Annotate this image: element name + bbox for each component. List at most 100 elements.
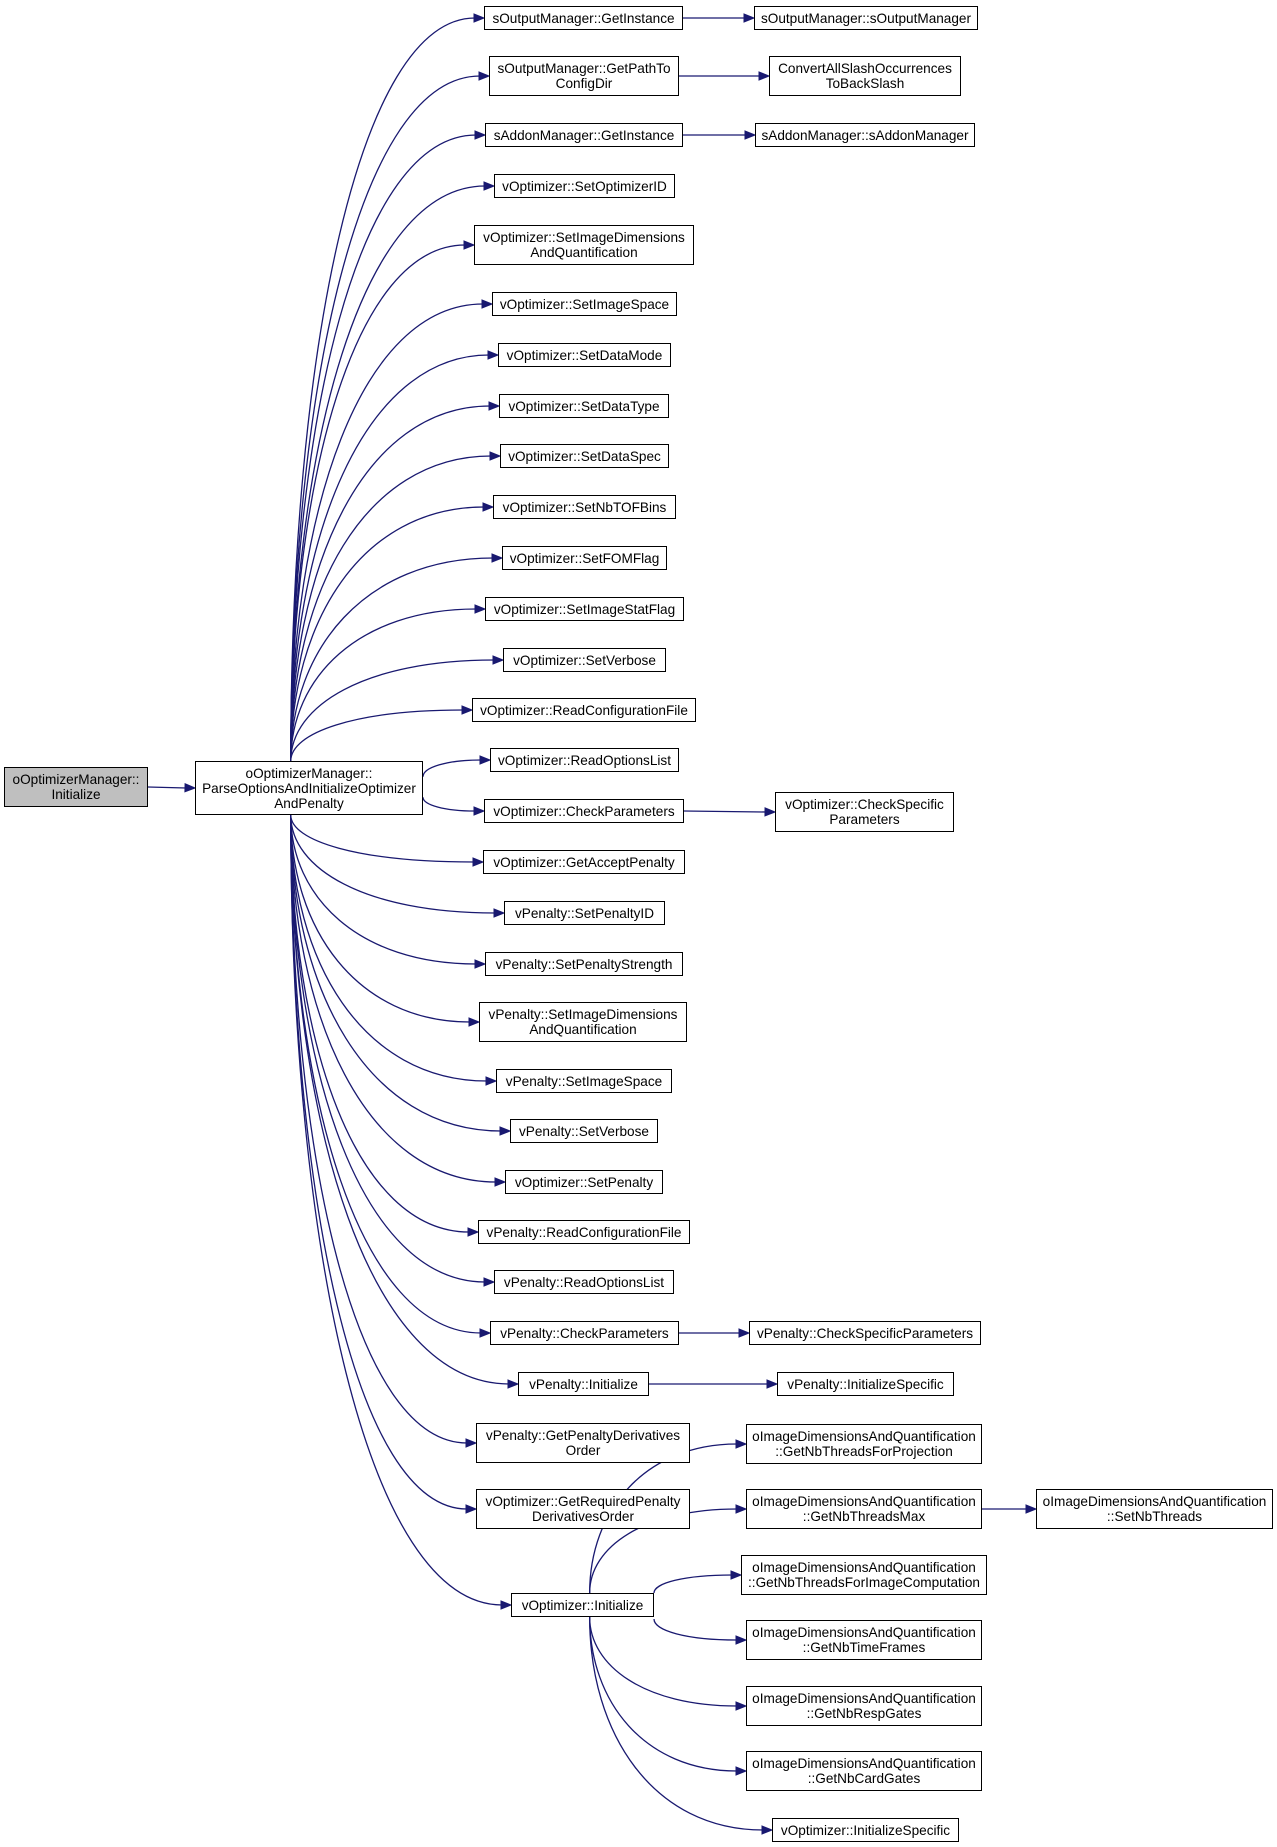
edge-root-to-parse-arrowhead	[184, 783, 197, 793]
node-soutputmanager-getinstance[interactable]: sOutputManager::GetInstance	[484, 6, 683, 30]
edge-vo_checkparams-to-vo_checkspec	[683, 810, 767, 813]
edge-parse-to-vo_readopts	[422, 759, 482, 777]
edge-vo_init-to-oi_threadsimg-arrowhead	[730, 1570, 743, 1580]
node-voptimizer-setdataspec[interactable]: vOptimizer::SetDataSpec	[500, 444, 669, 468]
node-vpenalty-setpenaltyid[interactable]: vPenalty::SetPenaltyID	[504, 901, 665, 925]
node-convert-all-slash-occurrences[interactable]: ConvertAllSlashOccurrences ToBackSlash	[769, 56, 961, 96]
node-vpenalty-initializespecific[interactable]: vPenalty::InitializeSpecific	[777, 1372, 954, 1396]
node-voptimizer-readoptionslist[interactable]: vOptimizer::ReadOptionsList	[490, 748, 679, 772]
node-oimagedim-getnbcardgates[interactable]: oImageDimensionsAndQuantification ::GetN…	[746, 1751, 982, 1791]
edge-parse-to-vo_checkparams	[422, 797, 476, 812]
edge-parse-to-vo_setfom-arrowhead	[491, 553, 504, 563]
edge-parse-to-vp_setpenid-arrowhead	[493, 908, 506, 918]
node-vpenalty-getpenaltyderivativesorder[interactable]: vPenalty::GetPenaltyDerivatives Order	[476, 1423, 690, 1463]
edge-vo_checkparams-to-vo_checkspec-arrowhead	[764, 807, 777, 817]
edge-vo_init-to-oi_cardgates-arrowhead	[735, 1766, 748, 1776]
node-voptimizer-setnbtofbins[interactable]: vOptimizer::SetNbTOFBins	[493, 495, 676, 519]
edge-parse-to-vo_init-arrowhead	[500, 1600, 513, 1610]
edge-vp_checkparams-to-vp_checkspec-arrowhead	[738, 1328, 751, 1338]
node-voptimizer-checkspecificparameters[interactable]: vOptimizer::CheckSpecific Parameters	[775, 792, 954, 832]
node-voptimizer-checkparameters[interactable]: vOptimizer::CheckParameters	[484, 799, 684, 823]
node-vpenalty-setimagedimensions[interactable]: vPenalty::SetImageDimensions AndQuantifi…	[479, 1002, 687, 1042]
node-vpenalty-checkparameters[interactable]: vPenalty::CheckParameters	[490, 1321, 679, 1345]
node-oimagedim-setnbthreads[interactable]: oImageDimensionsAndQuantification ::SetN…	[1036, 1489, 1273, 1529]
edge-parse-to-vo_setimgstat	[290, 608, 477, 762]
node-saddonmanager-constructor[interactable]: sAddonManager::sAddonManager	[755, 123, 975, 147]
node-voptimizer-setimagespace[interactable]: vOptimizer::SetImageSpace	[492, 292, 677, 316]
edge-parse-to-vo_setimgspace	[290, 303, 484, 762]
node-vpenalty-setpenaltystrength[interactable]: vPenalty::SetPenaltyStrength	[485, 952, 683, 976]
node-voptimizer-setverbose[interactable]: vOptimizer::SetVerbose	[503, 648, 666, 672]
edge-parse-to-vp_setimgdim	[290, 814, 471, 1023]
node-voptimizer-setfomflag[interactable]: vOptimizer::SetFOMFlag	[502, 546, 667, 570]
edge-parse-to-vo_setimgdim	[290, 244, 466, 762]
edge-parse-to-vp_setimgspace	[290, 814, 488, 1082]
edge-vo_init-to-oi_respgates-arrowhead	[735, 1701, 748, 1711]
node-voptimizer-readconfigurationfile[interactable]: vOptimizer::ReadConfigurationFile	[472, 698, 696, 722]
edge-parse-to-vo_setdataspec	[290, 455, 492, 762]
edge-parse-to-vo_setdatamode-arrowhead	[487, 350, 500, 360]
edge-parse-to-vp_readopts	[290, 814, 486, 1283]
edge-parse-to-vp_setpenid	[290, 814, 496, 914]
node-voptimizer-setpenalty[interactable]: vOptimizer::SetPenalty	[505, 1170, 663, 1194]
node-voptimizer-setoptimizerid[interactable]: vOptimizer::SetOptimizerID	[494, 174, 675, 198]
node-vpenalty-setverbose[interactable]: vPenalty::SetVerbose	[510, 1119, 658, 1143]
edge-parse-to-vp_getderiv-arrowhead	[465, 1438, 478, 1448]
edge-parse-to-out_getpath-arrowhead	[478, 71, 491, 81]
node-soutputmanager-getpathtoconfigdir[interactable]: sOutputManager::GetPathTo ConfigDir	[489, 56, 679, 96]
edge-parse-to-addon_getinst-arrowhead	[474, 130, 487, 140]
edge-parse-to-vp_setimgdim-arrowhead	[468, 1017, 481, 1027]
node-vpenalty-checkspecificparameters[interactable]: vPenalty::CheckSpecificParameters	[749, 1321, 981, 1345]
edge-vo_init-to-oi_threadsmax	[589, 1508, 738, 1594]
edge-parse-to-vo_setdataspec-arrowhead	[489, 451, 502, 461]
node-voptimizer-initialize[interactable]: vOptimizer::Initialize	[511, 1593, 654, 1617]
node-oimagedim-getnbthreadsmax[interactable]: oImageDimensionsAndQuantification ::GetN…	[746, 1489, 982, 1529]
edge-parse-to-vp_setverbose	[290, 814, 502, 1132]
node-oimagedim-getnbthreadsforprojection[interactable]: oImageDimensionsAndQuantification ::GetN…	[746, 1424, 982, 1464]
edge-vo_init-to-oi_respgates	[589, 1616, 738, 1707]
node-ooptimizermanager-initialize: oOptimizerManager:: Initialize	[4, 767, 148, 807]
node-voptimizer-setimagestatflag[interactable]: vOptimizer::SetImageStatFlag	[485, 597, 684, 621]
node-vpenalty-readconfigurationfile[interactable]: vPenalty::ReadConfigurationFile	[478, 1220, 690, 1244]
edge-parse-to-out_getinst	[290, 17, 476, 762]
edge-parse-to-vo_setverbose-arrowhead	[492, 655, 505, 665]
edge-parse-to-vo_readopts-arrowhead	[479, 755, 492, 765]
edge-vo_init-to-oi_timeframes	[653, 1618, 738, 1641]
edge-parse-to-vp_checkparams-arrowhead	[479, 1328, 492, 1338]
node-oimagedim-getnbrespgates[interactable]: oImageDimensionsAndQuantification ::GetN…	[746, 1686, 982, 1726]
node-vpenalty-initialize[interactable]: vPenalty::Initialize	[518, 1372, 649, 1396]
node-voptimizer-setdatatype[interactable]: vOptimizer::SetDataType	[499, 394, 669, 418]
edge-vo_init-to-oi_threadsimg	[653, 1574, 733, 1594]
edge-parse-to-vp_readopts-arrowhead	[483, 1277, 496, 1287]
edge-parse-to-vo_getreqderiv-arrowhead	[465, 1504, 478, 1514]
edge-parse-to-addon_getinst	[290, 134, 477, 762]
node-voptimizer-setdatamode[interactable]: vOptimizer::SetDataMode	[498, 343, 671, 367]
edge-parse-to-out_getpath	[290, 75, 481, 762]
edge-vo_init-to-oi_threadsproj-arrowhead	[735, 1439, 748, 1449]
edge-parse-to-vo_setdatatype	[290, 405, 491, 762]
edge-vo_init-to-oi_threadsmax-arrowhead	[735, 1504, 748, 1514]
node-voptimizer-setimagedimensions[interactable]: vOptimizer::SetImageDimensions AndQuanti…	[474, 225, 694, 265]
node-voptimizer-initializespecific[interactable]: vOptimizer::InitializeSpecific	[772, 1818, 959, 1842]
edge-parse-to-vo_init	[290, 814, 503, 1606]
edge-parse-to-vp_init-arrowhead	[507, 1379, 520, 1389]
node-saddonmanager-getinstance[interactable]: sAddonManager::GetInstance	[485, 123, 683, 147]
edge-parse-to-vo_setnbtof	[290, 506, 485, 762]
node-voptimizer-getacceptpenalty[interactable]: vOptimizer::GetAcceptPenalty	[483, 850, 685, 874]
node-parse-options-and-initialize-optimizer-and-penalty[interactable]: oOptimizerManager:: ParseOptionsAndIniti…	[195, 761, 423, 815]
node-soutputmanager-constructor[interactable]: sOutputManager::sOutputManager	[754, 6, 978, 30]
node-vpenalty-setimagespace[interactable]: vPenalty::SetImageSpace	[496, 1069, 672, 1093]
edge-parse-to-vo_getaccept-arrowhead	[472, 857, 485, 867]
edge-parse-to-vp_init	[290, 814, 510, 1385]
node-oimagedim-getnbthreadsforimagecomputation[interactable]: oImageDimensionsAndQuantification ::GetN…	[741, 1555, 987, 1595]
edge-oi_threadsmax-to-oi_setthreads-arrowhead	[1025, 1504, 1038, 1514]
edge-parse-to-vo_readconf	[290, 709, 464, 762]
node-oimagedim-getnbtimeframes[interactable]: oImageDimensionsAndQuantification ::GetN…	[746, 1620, 982, 1660]
edge-parse-to-vp_readconf-arrowhead	[467, 1227, 480, 1237]
edge-parse-to-vp_setstrength-arrowhead	[474, 959, 487, 969]
node-vpenalty-readoptionslist[interactable]: vPenalty::ReadOptionsList	[494, 1270, 674, 1294]
edge-parse-to-vo_setpenalty	[290, 814, 497, 1183]
node-voptimizer-getrequiredpenaltyderivativesorder[interactable]: vOptimizer::GetRequiredPenalty Derivativ…	[476, 1489, 690, 1529]
